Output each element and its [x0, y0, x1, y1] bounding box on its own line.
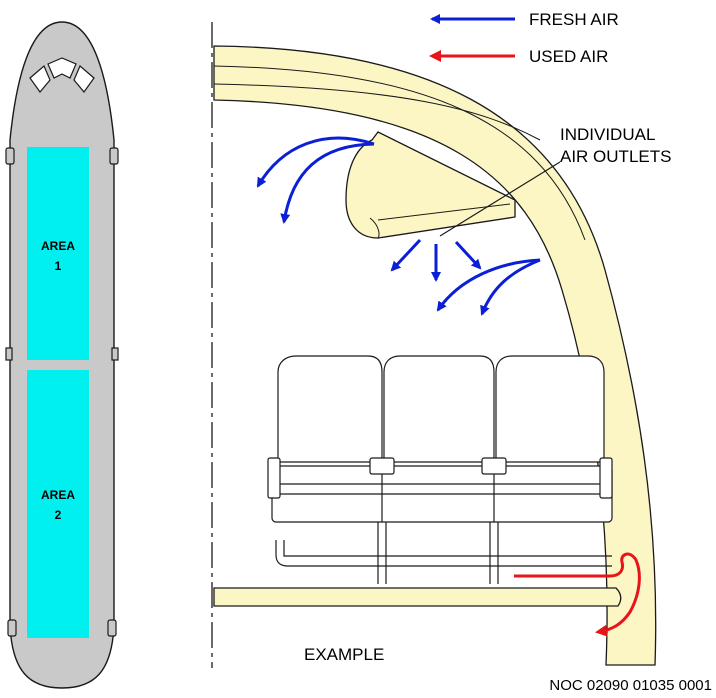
armrest-4: [599, 457, 613, 499]
seat-base: [275, 540, 612, 567]
cabin-floor: [213, 587, 622, 607]
used-air-arrow: [514, 552, 641, 637]
armrest-3: [481, 457, 507, 475]
fresh-air-arrow: [280, 142, 375, 224]
cabin-wall: [213, 45, 657, 666]
armrest-1: [267, 457, 281, 499]
armrest-2: [369, 457, 395, 475]
figure-id: NOC 02090 01035 0001: [549, 677, 712, 694]
seat-back-1: [277, 355, 383, 463]
ceiling-panel-line-2: [213, 83, 541, 141]
aircraft-top-view: AREA 1 AREA 2: [5, 21, 119, 689]
cockpit-windows: [29, 57, 95, 93]
overhead-stowage: [345, 131, 516, 239]
cabin-cross-section: [213, 45, 657, 666]
area-2: [27, 370, 89, 638]
area-2-label-line1: AREA: [41, 488, 75, 502]
fresh-air-arrows: [256, 136, 541, 316]
ceiling-panel-line-1: [213, 65, 586, 241]
fresh-air-arrow: [480, 258, 541, 316]
area-1-label-line2: 1: [55, 259, 62, 273]
overhead-stowage-curve: [369, 217, 380, 239]
fresh-air-arrow: [256, 136, 375, 188]
callout-line2: AIR OUTLETS: [560, 147, 671, 166]
legend: FRESH AIR USED AIR: [429, 10, 619, 66]
seat-back-3: [495, 355, 605, 463]
fresh-air-arrow: [454, 240, 482, 270]
area-1-label-line1: AREA: [41, 239, 75, 253]
area-2-label-line2: 2: [55, 508, 62, 522]
callout-leader: [439, 161, 561, 237]
passenger-seat-row: [267, 355, 613, 584]
area-1: [27, 147, 89, 360]
seat-back-2: [383, 355, 495, 463]
legend-used-air-label: USED AIR: [529, 47, 608, 66]
fresh-air-arrow: [436, 258, 541, 312]
callout-line1: INDIVIDUAL: [560, 125, 655, 144]
legend-fresh-air-label: FRESH AIR: [529, 10, 619, 29]
example-caption: EXAMPLE: [304, 645, 384, 664]
door-marks: [5, 147, 119, 637]
fresh-air-arrow: [390, 238, 422, 272]
